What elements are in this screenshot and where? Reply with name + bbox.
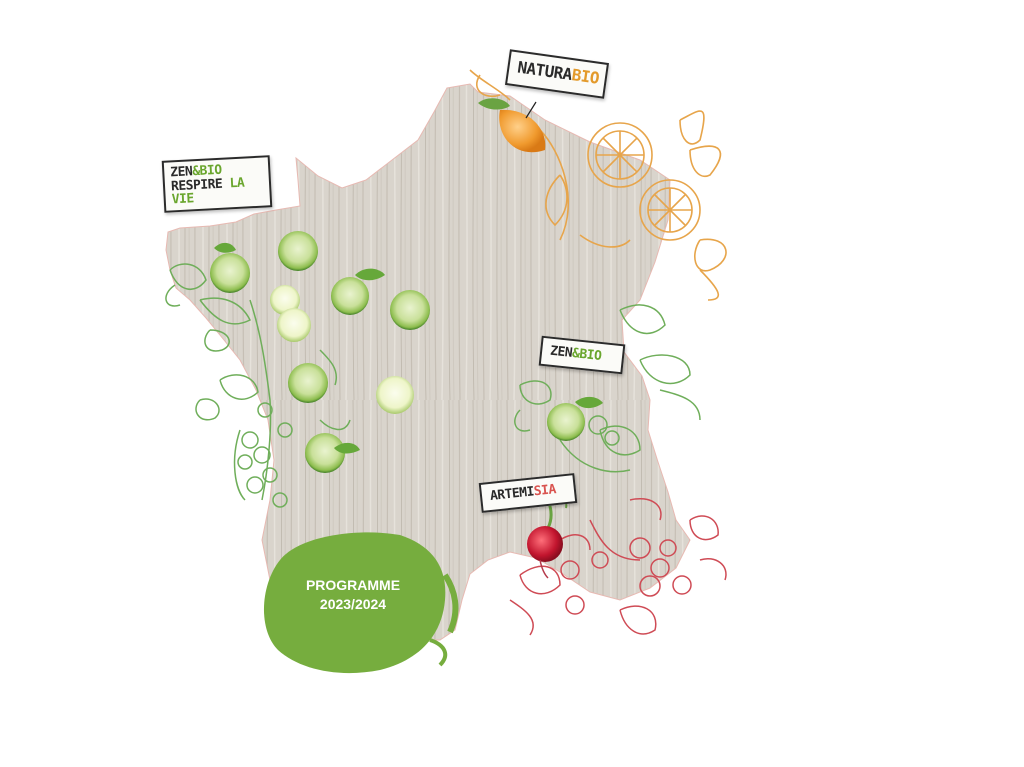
cucumber-slice-icon <box>277 308 311 342</box>
leaf-illustration-right-icon <box>514 304 701 473</box>
cucumber-slice-icon <box>210 253 250 293</box>
programme-blob <box>263 532 446 674</box>
cucumber-slices <box>210 231 603 473</box>
orange-branch-illustration-icon <box>469 69 727 301</box>
programme-label: PROGRAMME 2023/2024 <box>268 576 438 614</box>
zenbio-respire-la-vie-sign: ZEN&BIO RESPIRE LA VIE <box>161 155 273 213</box>
leaf-illustration-icon <box>165 263 351 501</box>
zen-text: ZEN <box>549 343 573 361</box>
cucumber-slice-icon <box>376 376 414 414</box>
programme-years: 2023/2024 <box>319 596 387 612</box>
red-berry-illustration-icon <box>509 498 727 636</box>
artemi-text: ARTEMI <box>489 484 535 504</box>
bio-text: BIO <box>570 65 601 88</box>
sia-text: SIA <box>533 482 557 500</box>
cucumber-slice-icon <box>288 363 328 403</box>
cucumber-slice-icon <box>278 231 318 271</box>
berry-illustration-icon <box>233 402 293 508</box>
cucumber-slice-icon <box>331 277 369 315</box>
natura-text: NATURA <box>516 57 574 84</box>
respire-line: RESPIRE LA VIE <box>171 175 264 207</box>
orange-slice-icon <box>478 98 546 153</box>
cucumber-slice-icon <box>305 433 345 473</box>
programme-title: PROGRAMME <box>305 577 401 593</box>
bio-text: BIO <box>578 346 603 364</box>
cucumber-slice-icon <box>547 403 585 441</box>
cucumber-slice-icon <box>270 285 300 315</box>
cucumber-slice-icon <box>390 290 430 330</box>
